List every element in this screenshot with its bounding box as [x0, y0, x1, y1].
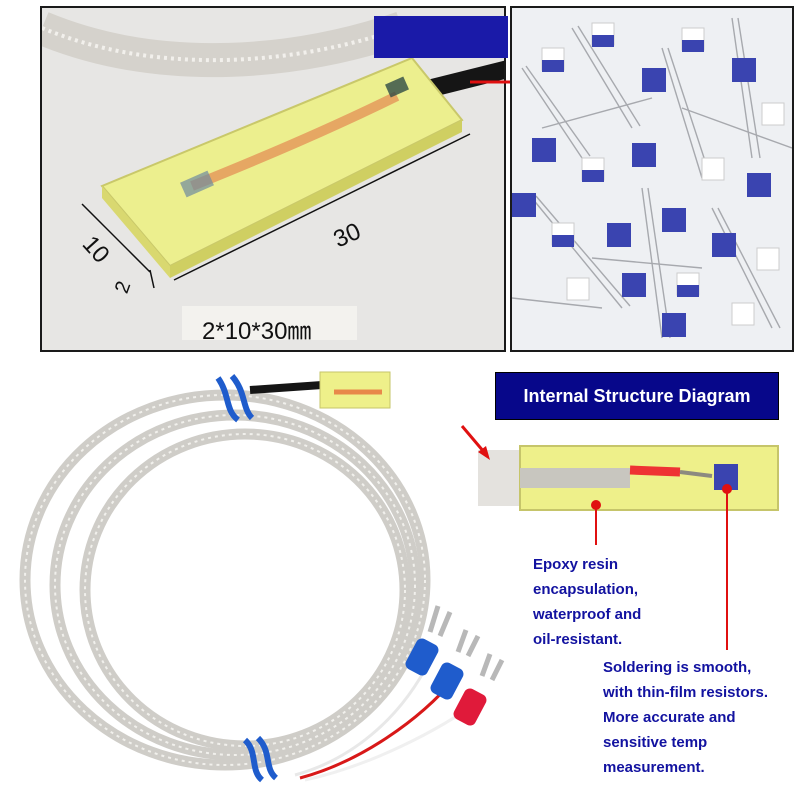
epoxy-sensor-body	[100, 56, 464, 278]
size-label-bg	[182, 306, 357, 340]
dim-line-30	[173, 133, 471, 281]
epoxy-callout-line: encapsulation,	[533, 581, 639, 598]
solder-callout: Soldering is smooth, with thin-film resi…	[603, 655, 768, 780]
size-label: 2*10*30㎜	[202, 318, 312, 345]
epoxy-callout-line: oil-resistant.	[533, 631, 623, 648]
blue-cable-tie-bottom	[242, 735, 279, 783]
epoxy-callout: Epoxy resin encapsulation, waterproof an…	[533, 552, 641, 652]
solder-callout-line: sensitive temp	[603, 734, 708, 751]
sensor-photo-illustration	[42, 11, 504, 340]
fork-terminals	[405, 605, 505, 726]
structure-diagram-banner: Internal Structure Diagram	[495, 372, 779, 420]
solder-callout-line: Soldering is smooth,	[603, 659, 752, 676]
resistors-illustration	[512, 17, 792, 339]
blue-tag	[374, 16, 508, 58]
dim-line-2	[149, 269, 155, 289]
resistor-leads	[512, 17, 792, 339]
solder-callout-line: More accurate and	[603, 709, 736, 726]
epoxy-callout-line: waterproof and	[533, 606, 642, 623]
solder-callout-line: with thin-film resistors.	[603, 684, 769, 701]
red-arrow	[460, 425, 490, 460]
blue-cable-tie-top	[215, 374, 255, 423]
callout-pointers	[591, 484, 732, 650]
epoxy-callout-line: Epoxy resin	[533, 556, 619, 573]
small-sensor-body	[319, 371, 391, 409]
sensor-lead	[249, 381, 323, 394]
solder-callout-line: measurement.	[603, 759, 705, 776]
internal-structure-diagram	[478, 445, 779, 511]
thin-film-resistors-photo	[510, 6, 794, 352]
resistor-chips	[512, 22, 785, 337]
sensor-dimension-photo: 10 2 30 2*10*30㎜	[40, 6, 506, 352]
dim-line-10	[81, 203, 151, 273]
